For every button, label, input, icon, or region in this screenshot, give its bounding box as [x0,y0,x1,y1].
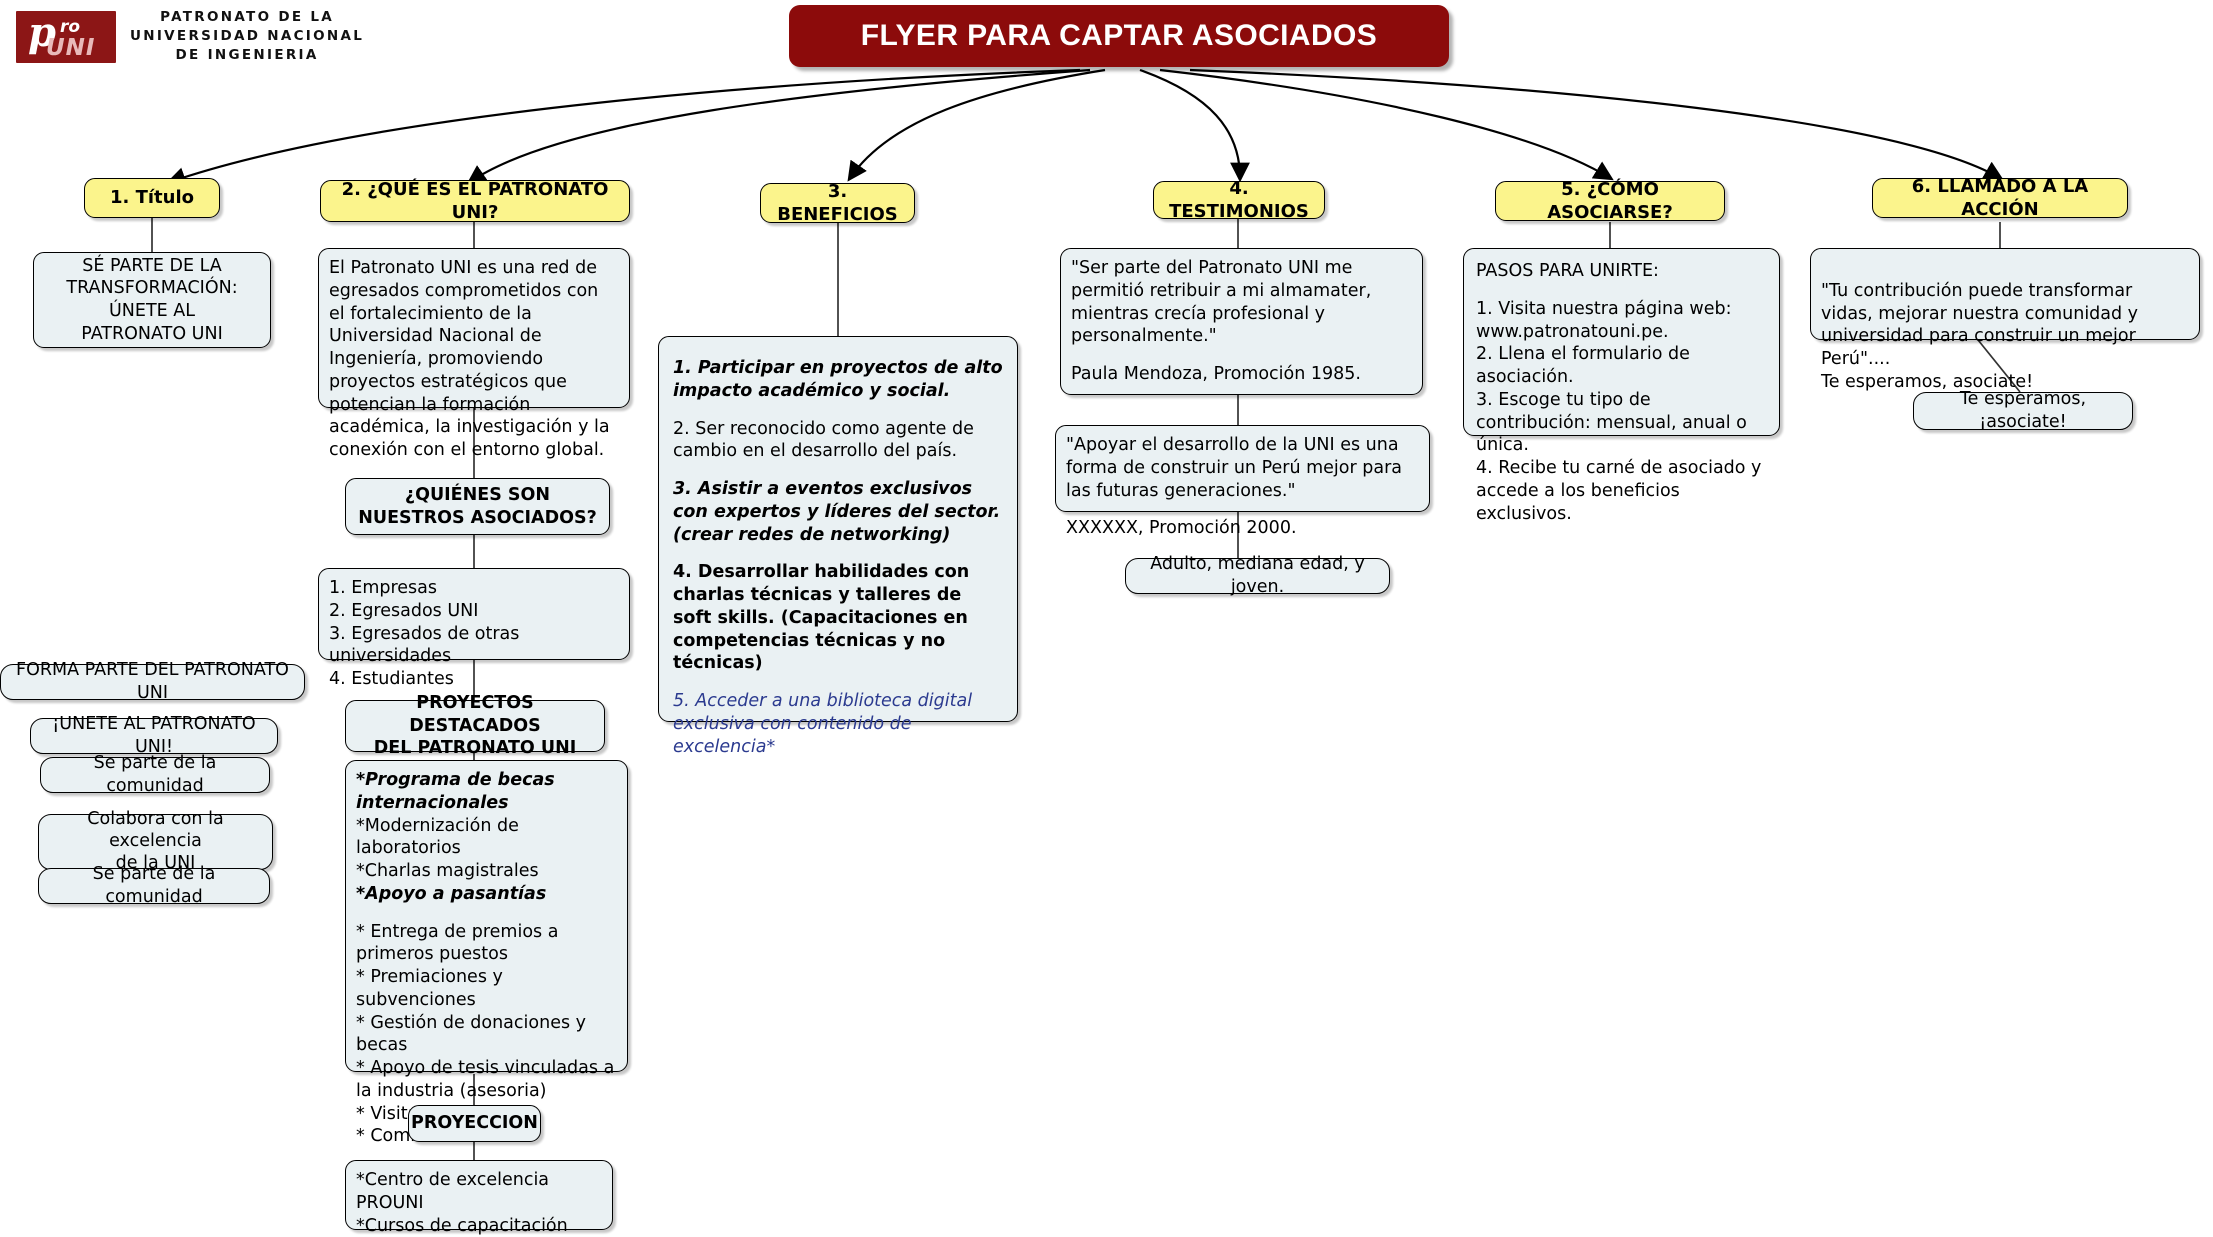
testimonio-1-box: "Ser parte del Patronato UNI me permitió… [1060,248,1423,395]
logo-line-2: UNIVERSIDAD NACIONAL [130,27,364,46]
proyectos-destacados-header-text: PROYECTOS DESTACADOS DEL PATRONATO UNI [356,692,594,760]
que-es-definition-box: El Patronato UNI es una red de egresados… [318,248,630,408]
proyeccion-header-box: PROYECCION [408,1105,541,1142]
list-item: 5. Acceder a una biblioteca digital excl… [673,690,1003,758]
loose-tag-text: FORMA PARTE DEL PATRONATO UNI [13,659,292,705]
logo-letter-ro: ro [60,17,80,37]
branch-header-label: 4. TESTIMONIOS [1164,177,1314,224]
proyectos-destacados-list-box: *Programa de becas internacionales *Mode… [345,760,628,1072]
list-item-text: 5. [673,691,690,711]
asociarse-steps-header: PASOS PARA UNIRTE: [1476,260,1767,283]
branch-header-asociarse[interactable]: 5. ¿CÓMO ASOCIARSE? [1495,181,1725,221]
list-item-text: 2. [673,419,690,439]
loose-tag-text: Se parte de la comunidad [53,752,257,798]
page-title: FLYER PARA CAPTAR ASOCIADOS [861,19,1377,53]
list-spacer [673,403,1003,418]
list-spacer [673,546,1003,561]
list-item: * Apoyo de tesis vinculadas a la industr… [356,1057,617,1103]
list-item: 4. Recibe tu carné de asociado y accede … [1476,457,1767,525]
list-item: *Programa de becas internacionales [356,769,617,815]
branch-header-label: 5. ¿CÓMO ASOCIARSE? [1506,178,1714,225]
list-item: *Cursos de capacitación [356,1215,602,1237]
loose-tag-text: Se parte de la comunidad [51,863,257,909]
list-item-text: 4. [673,562,692,582]
list-item: 4. Desarrollar habilidades con charlas t… [673,561,1003,675]
list-item-text: Participar en proyectos de alto impacto … [673,358,1003,401]
que-es-definition-text: El Patronato UNI es una red de egresados… [329,258,610,460]
branch-header-label: 6. LLAMADO A LA ACCIÓN [1883,175,2117,222]
proyectos-destacados-header-box: PROYECTOS DESTACADOS DEL PATRONATO UNI [345,700,605,752]
prouni-logo-icon: p ro UNI [16,11,116,63]
llamado-quote-text: "Tu contribución puede transformar vidas… [1821,281,2138,392]
list-spacer [673,675,1003,690]
quienes-son-list-box: 1. Empresas 2. Egresados UNI 3. Egresado… [318,568,630,660]
proyeccion-header-text: PROYECCION [411,1112,538,1135]
branch-header-label: 2. ¿QUÉ ES EL PATRONATO UNI? [331,178,619,225]
list-item-text: Desarrollar habilidades con charlas técn… [673,562,969,673]
page-title-banner: FLYER PARA CAPTAR ASOCIADOS [789,5,1449,67]
list-spacer [1066,502,1419,517]
loose-tag-5: Se parte de la comunidad [38,868,270,904]
list-item: 3. Escoge tu tipo de contribución: mensu… [1476,389,1767,457]
branch-header-label: 1. Título [110,186,194,209]
list-item-text: 3. [673,479,692,499]
list-item: *Modernización de laboratorios [356,815,617,861]
testimonio-1-author: Paula Mendoza, Promoción 1985. [1071,364,1361,384]
loose-tag-1: FORMA PARTE DEL PATRONATO UNI [0,664,305,700]
testimonio-2-author: XXXXXX, Promoción 2000. [1066,518,1297,538]
list-item: 3. Asistir a eventos exclusivos con expe… [673,478,1003,546]
logo-letter-uni: UNI [46,35,95,61]
logo-line-3: DE INGENIERIA [130,46,364,65]
proyeccion-list-box: *Centro de excelencia PROUNI *Cursos de … [345,1160,613,1230]
titulo-slogan-box: SÉ PARTE DE LA TRANSFORMACIÓN: ÚNETE AL … [33,252,271,348]
list-item: * Premiaciones y subvenciones [356,966,617,1012]
list-item: 1. Participar en proyectos de alto impac… [673,357,1003,403]
list-item-text: Acceder a una biblioteca digital exclusi… [673,691,972,757]
list-spacer [673,463,1003,478]
branch-header-titulo[interactable]: 1. Título [84,178,220,218]
testimonio-2-box: "Apoyar el desarrollo de la UNI es una f… [1055,425,1430,512]
list-item: *Charlas magistrales [356,860,617,883]
list-item: *Centro de excelencia PROUNI [356,1169,602,1215]
list-item: 2. Ser reconocido como agente de cambio … [673,418,1003,464]
logo-wordmark: PATRONATO DE LA UNIVERSIDAD NACIONAL DE … [130,8,364,65]
titulo-slogan-text: SÉ PARTE DE LA TRANSFORMACIÓN: ÚNETE AL … [66,255,237,346]
llamado-cta-box[interactable]: Te esperamos, ¡asociate! [1913,392,2133,430]
beneficios-list-box: 1. Participar en proyectos de alto impac… [658,336,1018,722]
brand-logo: p ro UNI PATRONATO DE LA UNIVERSIDAD NAC… [16,8,364,65]
list-spacer [1071,348,1412,363]
list-item: 1. Empresas [329,577,619,600]
list-item: 2. Llena el formulario de asociación. [1476,343,1767,389]
llamado-cta-text: Te esperamos, ¡asociate! [1926,388,2120,434]
branch-header-beneficios[interactable]: 3. BENEFICIOS [760,183,915,223]
branch-header-llamado[interactable]: 6. LLAMADO A LA ACCIÓN [1872,178,2128,218]
quienes-son-header-box: ¿QUIÉNES SON NUESTROS ASOCIADOS? [345,478,610,535]
branch-header-testimonios[interactable]: 4. TESTIMONIOS [1153,181,1325,219]
loose-tag-2: ¡UNETE AL PATRONATO UNI! [30,718,278,754]
list-item: 1. Visita nuestra página web: www.patron… [1476,298,1767,344]
list-item: 2. Egresados UNI [329,600,619,623]
list-item-text: Asistir a eventos exclusivos con experto… [673,479,1000,545]
branch-header-que-es[interactable]: 2. ¿QUÉ ES EL PATRONATO UNI? [320,180,630,222]
loose-tag-3: Se parte de la comunidad [40,757,270,793]
list-item: 3. Egresados de otras universidades [329,623,619,669]
quienes-son-header-text: ¿QUIÉNES SON NUESTROS ASOCIADOS? [358,484,596,530]
list-item: *Apoyo a pasantías [356,883,617,906]
list-item-text: Ser reconocido como agente de cambio en … [673,419,974,462]
list-item-text: 1. [673,358,692,378]
testimonios-audience-text: Adulto, mediana edad, y joven. [1138,553,1377,599]
loose-tag-4: Colabora con la excelencia de la UNI [38,814,273,870]
list-item: 4. Estudiantes [329,668,619,691]
testimonio-2-quote: "Apoyar el desarrollo de la UNI es una f… [1066,435,1402,501]
list-spacer [356,906,617,921]
list-item: * Gestión de donaciones y becas [356,1012,617,1058]
testimonios-audience-box: Adulto, mediana edad, y joven. [1125,558,1390,594]
list-spacer [1476,283,1767,298]
branch-header-label: 3. BENEFICIOS [771,180,904,227]
list-item: * Entrega de premios a primeros puestos [356,921,617,967]
asociarse-steps-box: PASOS PARA UNIRTE: 1. Visita nuestra pág… [1463,248,1780,436]
llamado-quote-box: "Tu contribución puede transformar vidas… [1810,248,2200,340]
logo-line-1: PATRONATO DE LA [130,8,364,27]
testimonio-1-quote: "Ser parte del Patronato UNI me permitió… [1071,258,1371,346]
